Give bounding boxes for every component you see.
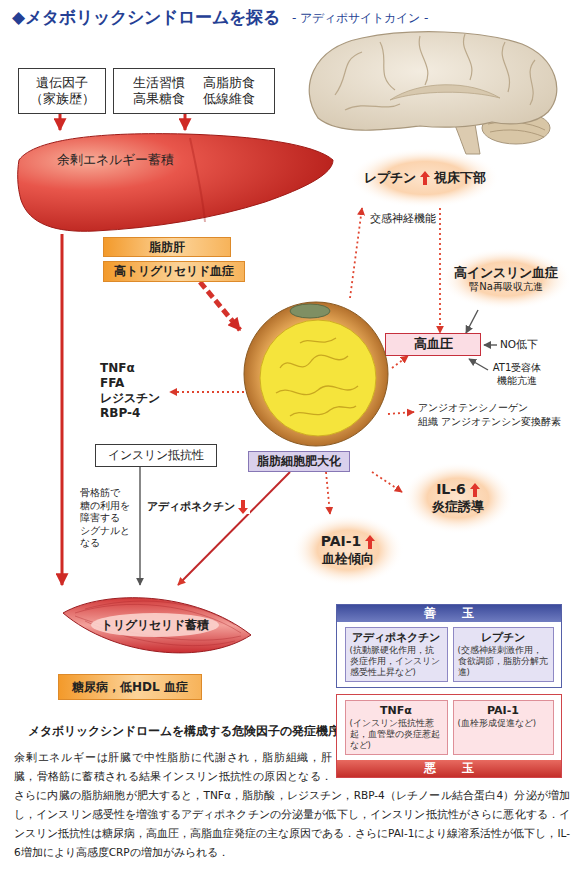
- node-text: 糖尿病，低HDL 血症: [72, 680, 188, 695]
- node-text: 余剰エネルギー蓄積: [57, 152, 174, 168]
- node-text: 血栓傾向: [322, 551, 374, 567]
- liver-shape: [15, 130, 335, 234]
- node-text: (血栓形成促進など): [458, 718, 549, 729]
- condition-bar: 脂肪肝: [103, 237, 231, 257]
- increase-arrow: [365, 535, 375, 549]
- decrease-arrow: [238, 500, 248, 514]
- node-text: 善 玉: [337, 605, 561, 622]
- table-cell: アディポネクチン(抗動脈硬化作用，抗炎症作用，インスリン感受性上昇など): [345, 627, 448, 682]
- leader-arrow: [484, 344, 497, 345]
- brain-illustration: [309, 32, 557, 154]
- cytokine-glow: PAI-1血栓傾向: [292, 514, 404, 586]
- brain-gyri: [335, 34, 535, 110]
- glow-shape: [292, 514, 404, 586]
- leader-arrow: [469, 359, 488, 370]
- factor-note: 組織 アンジオテンシン変換酵素: [418, 416, 561, 429]
- glow-shape: [402, 462, 514, 534]
- cytokine-glow: IL-6炎症誘導: [402, 462, 514, 534]
- corpus-callosum: [390, 85, 500, 100]
- edge-label: 交感神経機能: [370, 212, 436, 225]
- outcome-box: 糖尿病，低HDL 血症: [58, 674, 202, 700]
- figure-caption: メタボリックシンドロームを構成する危険因子の発症機序: [28, 724, 340, 739]
- table-cell: PAI-1(血栓形成促進など): [453, 700, 554, 755]
- node-text: 炎症誘導: [432, 499, 484, 515]
- table-cell: レプチン(交感神経刺激作用，食欲調節，脂肪分解亢進): [453, 627, 554, 682]
- condition-bar: 高トリグリセリド血症: [103, 261, 245, 282]
- subtitle: - アディポサイトカイン -: [292, 11, 428, 26]
- group-panel: 善 玉アディポネクチン(抗動脈硬化作用，抗炎症作用，インスリン感受性上昇など)レ…: [336, 604, 562, 688]
- node-text: レプチン: [458, 631, 549, 645]
- cell-shape: [240, 298, 392, 472]
- connector: [200, 282, 240, 330]
- node-text: 腎Na再吸収亢進: [469, 281, 543, 294]
- paragraph-text: 余剰エネルギーは肝臓で中性脂肪に代謝され，脂肪組織，肝臓，骨格筋に蓄積される結果…: [14, 751, 570, 858]
- hormone-glow: レプチン 視床下部: [350, 148, 500, 208]
- node-text: インスリン抵抗性: [108, 448, 204, 463]
- node-text: レプチン: [364, 170, 416, 186]
- fat-cell: 脂肪細胞肥大化: [240, 298, 392, 472]
- factor-note: アンジオテンシノーゲン: [418, 402, 528, 415]
- connector: [466, 310, 478, 333]
- increase-arrow: [470, 483, 480, 497]
- edge-label-box: アディポネクチン: [145, 500, 250, 514]
- connector: [59, 114, 62, 130]
- condition-box: 高血圧: [385, 333, 481, 356]
- connector: [372, 472, 402, 492]
- table-cell: TNFα(インスリン抵抗性惹起，血管壁の炎症惹起など): [345, 700, 448, 755]
- node-text: 高インスリン血症: [454, 265, 558, 281]
- node-text: TNFα: [350, 704, 443, 718]
- increase-arrow: [420, 171, 430, 185]
- node-text: (交感神経刺激作用，食欲調節，脂肪分解亢進): [458, 645, 549, 678]
- cerebrum: [309, 32, 557, 131]
- node-text: PAI-1: [458, 704, 549, 718]
- factor-note: AT1受容体 機能亢進: [486, 362, 548, 387]
- connector: [61, 234, 64, 585]
- node-text: 高トリグリセリド血症: [114, 264, 234, 279]
- node-text: (インスリン抵抗性惹起，血管壁の炎症惹起など): [350, 718, 443, 751]
- page-title: ◆メタボリックシンドロームを探る: [12, 6, 280, 29]
- edge-label-box: 交感神経機能: [368, 212, 438, 225]
- factor-box: 生活習慣 高脂肪食 高果糖食 低線維食: [113, 68, 275, 114]
- connector: [350, 208, 362, 298]
- note-text: 骨格筋で 糖の利用を 障害する シグナルと なる: [80, 487, 136, 550]
- adipokine-arrow: [170, 391, 244, 393]
- muscle-organ: トリグリセリド蓄積: [55, 585, 255, 665]
- node-text: 脂肪細胞肥大化: [248, 451, 350, 472]
- liver-organ: 余剰エネルギー蓄積: [15, 130, 335, 234]
- connector: [439, 208, 441, 333]
- node-text: PAI-1: [321, 533, 362, 551]
- wrap-spacer: [332, 748, 570, 782]
- connector: [139, 467, 140, 585]
- condition-glow: 高インスリン血症腎Na再吸収亢進: [440, 248, 572, 310]
- adipokine-name: レジスチン: [100, 391, 160, 406]
- node-text: 脂肪肝: [149, 240, 185, 255]
- group-panel: 悪 玉TNFα(インスリン抵抗性惹起，血管壁の炎症惹起など)PAI-1(血栓形成…: [336, 694, 562, 778]
- node-text: IL-6: [436, 481, 466, 499]
- leader-arrow: [388, 412, 414, 414]
- body-paragraph: 余剰エネルギーは肝臓で中性脂肪に代謝され，脂肪組織，肝臓，骨格筋に蓄積される結果…: [14, 748, 570, 862]
- node-text: トリグリセリド蓄積: [101, 618, 209, 633]
- node-text: 高血圧: [414, 336, 453, 352]
- node-text: アディポネクチン: [350, 631, 443, 645]
- edge-label: アディポネクチン: [147, 500, 235, 514]
- connector: [178, 472, 290, 585]
- factor-box: 遺伝因子 （家族歴）: [18, 68, 106, 114]
- factor-note: NO低下: [500, 338, 538, 351]
- adipokine-name: TNFα: [100, 361, 135, 376]
- node-text: 視床下部: [434, 170, 486, 186]
- adipokine-name: RBP-4: [100, 406, 140, 421]
- node-text: (抗動脈硬化作用，抗炎症作用，インスリン感受性上昇など): [350, 645, 443, 678]
- node-text: 遺伝因子 （家族歴）: [25, 75, 99, 108]
- node-text: 生活習慣 高脂肪食 高果糖食 低線維食: [120, 75, 268, 108]
- connector: [184, 114, 187, 130]
- condition-box: インスリン抵抗性: [95, 444, 217, 467]
- connector: [392, 356, 408, 368]
- node-text: 悪 玉: [337, 760, 561, 777]
- adipokine-name: FFA: [100, 376, 124, 391]
- connector: [326, 472, 330, 514]
